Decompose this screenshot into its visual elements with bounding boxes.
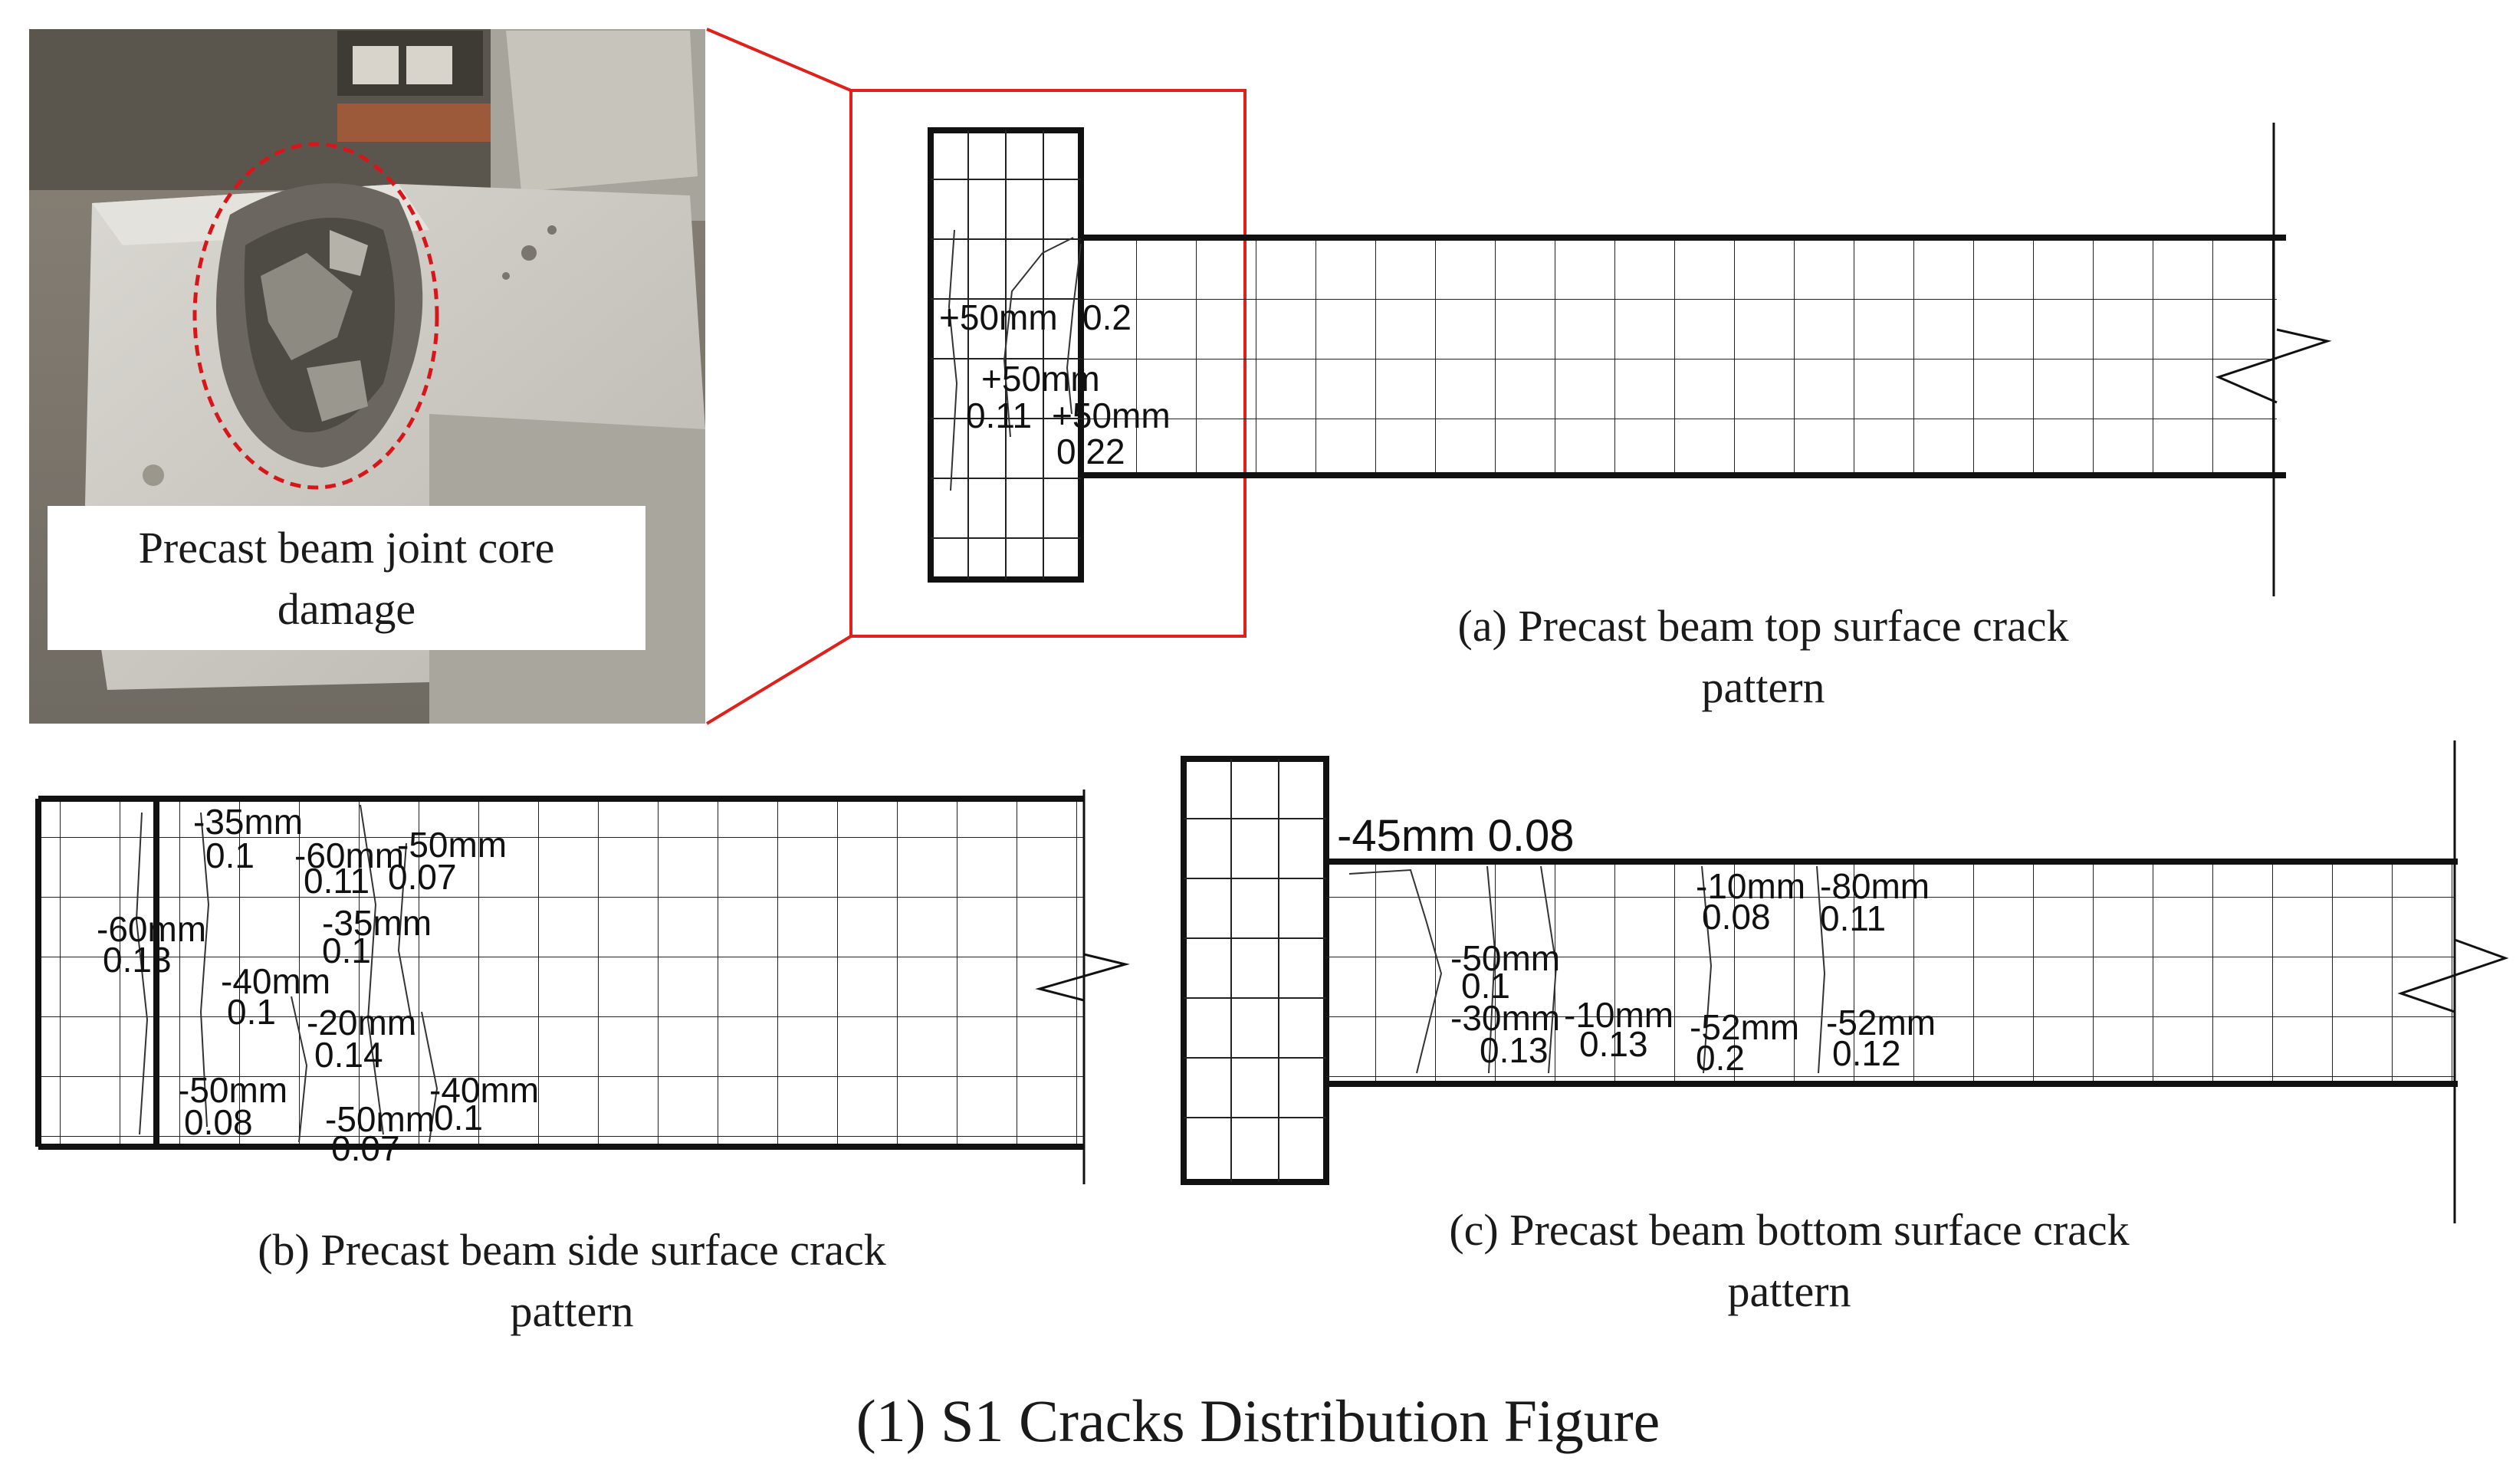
crack-label: 0.1 bbox=[227, 992, 276, 1032]
panel-a-caption-line1: (a) Precast beam top surface crack bbox=[1457, 601, 2068, 651]
panel-b-caption-line1: (b) Precast beam side surface crack bbox=[258, 1225, 886, 1275]
damage-zone-ellipse bbox=[192, 142, 439, 490]
crack-label: 0.14 bbox=[314, 1035, 383, 1075]
crack-label: +50mm bbox=[1052, 396, 1171, 435]
crack-label: -80mm bbox=[1820, 866, 1930, 906]
photo-caption: Precast beam joint core damage bbox=[48, 506, 645, 650]
crack-label: -35mm bbox=[193, 802, 303, 842]
crack-label: -20mm bbox=[307, 1003, 416, 1042]
crack-label: -10mm bbox=[1564, 995, 1674, 1035]
panel-c-caption-line2: pattern bbox=[1727, 1266, 1851, 1316]
damage-photo bbox=[29, 29, 705, 724]
photo-caption-line2: damage bbox=[278, 584, 416, 634]
panel-b-cracks bbox=[135, 804, 438, 1143]
crack-label: -50mm bbox=[325, 1099, 435, 1139]
figure-title: (1) S1 Cracks Distribution Figure bbox=[856, 1387, 1660, 1454]
crack-label: -40mm bbox=[221, 961, 330, 1001]
crack-label: -35mm bbox=[322, 903, 432, 943]
crack-label: 0.13 bbox=[1579, 1024, 1648, 1064]
panel-c-cracks bbox=[1348, 865, 1826, 1074]
panel-c-bottom-surface: -45mm 0.08 -10mm 0.08 -80mm 0.11 -50mm 0… bbox=[1181, 740, 2509, 1316]
crack-label: -40mm bbox=[429, 1070, 539, 1110]
crack-label: 0.11 bbox=[966, 396, 1032, 435]
panel-b-crack-labels: -35mm 0.1 -60mm 0.11 -50mm 0.07 -60mm 0.… bbox=[97, 802, 539, 1168]
crack-label: 0.08 bbox=[184, 1102, 253, 1142]
panel-b-side-surface: -35mm 0.1 -60mm 0.11 -50mm 0.07 -60mm 0.… bbox=[35, 790, 1130, 1336]
crack-label: -45mm 0.08 bbox=[1337, 811, 1574, 861]
photo-caption-line1: Precast beam joint core bbox=[139, 523, 555, 573]
panel-a-top-surface: +50mm 0.2 +50mm 0.11 +50mm 0.22 (a) Prec… bbox=[928, 123, 2332, 712]
panel-a-beam bbox=[1081, 123, 2332, 596]
crack-label: 0.22 bbox=[1056, 432, 1125, 471]
panel-c-column bbox=[1181, 756, 1329, 1185]
panel-c-beam bbox=[1326, 740, 2509, 1223]
crack-label: 0.12 bbox=[1832, 1033, 1901, 1073]
crack-label: -50mm bbox=[178, 1070, 287, 1110]
panel-b-caption-line2: pattern bbox=[510, 1286, 633, 1336]
crack-label: 0.07 bbox=[388, 857, 457, 897]
panel-c-caption-line1: (c) Precast beam bottom surface crack bbox=[1449, 1205, 2129, 1255]
crack-label: -60mm bbox=[294, 836, 404, 875]
crack-label: +50mm bbox=[981, 359, 1100, 399]
crack-label: 0.13 bbox=[103, 940, 172, 980]
panel-a-column bbox=[928, 127, 1084, 583]
crack-label: +50mm bbox=[939, 297, 1058, 337]
crack-label: 0.1 bbox=[205, 836, 255, 875]
panel-a-caption-line2: pattern bbox=[1701, 662, 1825, 712]
panel-c-crack-labels: -45mm 0.08 -10mm 0.08 -80mm 0.11 -50mm 0… bbox=[1337, 811, 1936, 1078]
crack-label: -52mm bbox=[1690, 1007, 1799, 1047]
crack-label: 0.07 bbox=[331, 1128, 400, 1168]
crack-label: -60mm bbox=[97, 909, 206, 949]
crack-label: -50mm bbox=[397, 825, 507, 865]
crack-label: 0.13 bbox=[1480, 1030, 1549, 1070]
crack-label: -50mm bbox=[1450, 938, 1560, 978]
crack-label: 0.1 bbox=[322, 931, 371, 970]
crack-label: -10mm bbox=[1696, 866, 1805, 906]
crack-label: 0.2 bbox=[1696, 1038, 1745, 1078]
crack-label: 0.11 bbox=[1820, 898, 1886, 938]
panel-a-crack-labels: +50mm 0.2 +50mm 0.11 +50mm 0.22 bbox=[939, 297, 1171, 471]
crack-label: 0.11 bbox=[304, 861, 370, 901]
crack-label: 0.1 bbox=[434, 1098, 483, 1138]
crack-label: -52mm bbox=[1826, 1003, 1936, 1042]
crack-label: 0.1 bbox=[1461, 966, 1510, 1006]
crack-label: -30mm bbox=[1450, 998, 1560, 1038]
crack-label: 0.2 bbox=[1082, 297, 1132, 337]
panel-a-cracks bbox=[948, 229, 1082, 491]
crack-label: 0.08 bbox=[1702, 897, 1771, 937]
